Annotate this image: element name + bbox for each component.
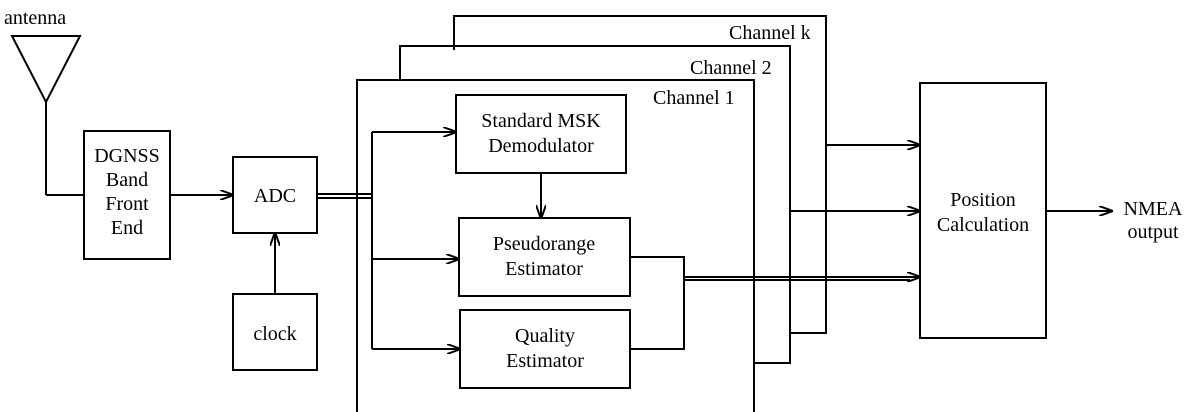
channel-2-label: Channel 2 [690, 57, 772, 79]
adc-label: ADC [254, 185, 296, 207]
pseudorange-output-line [630, 256, 685, 279]
front-end-label-1: DGNSS [94, 145, 160, 167]
adc-block [232, 156, 318, 234]
channel-2-frame [399, 45, 791, 364]
pseudorange-label-1: Pseudorange [493, 233, 595, 255]
antenna-label: antenna [4, 7, 66, 29]
channel-1-label: Channel 1 [653, 87, 735, 109]
position-label-2: Calculation [937, 214, 1029, 236]
front-end-block [83, 130, 171, 260]
position-label-1: Position [950, 189, 1016, 211]
msk-label-2: Demodulator [488, 135, 594, 157]
msk-label-1: Standard MSK [481, 110, 601, 132]
pseudorange-label-2: Estimator [505, 258, 583, 280]
channel-1-frame [356, 79, 755, 412]
position-calculation-block [919, 82, 1047, 339]
antenna-icon [10, 35, 84, 196]
msk-demodulator-block [455, 94, 627, 174]
clock-label: clock [253, 323, 296, 345]
front-end-label-2: Band [106, 169, 148, 191]
front-end-label-3: Front [105, 193, 149, 215]
quality-estimator-block [459, 309, 631, 389]
clock-block [232, 293, 318, 371]
pseudorange-estimator-block [458, 217, 631, 297]
channel-k-label: Channel k [729, 22, 811, 44]
quality-output-line [630, 279, 685, 350]
nmea-label-2: output [1127, 221, 1179, 243]
front-end-label-4: End [111, 217, 143, 239]
quality-label-1: Quality [515, 325, 575, 347]
quality-label-2: Estimator [506, 350, 584, 372]
nmea-label-1: NMEA [1124, 198, 1183, 220]
channel-k-frame [453, 15, 827, 334]
